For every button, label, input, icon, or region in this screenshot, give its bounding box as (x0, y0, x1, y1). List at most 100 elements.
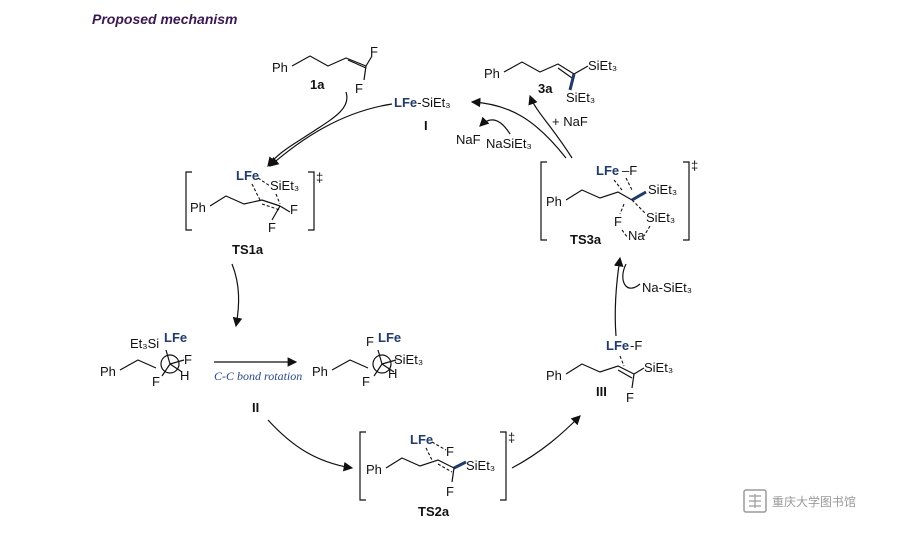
dagger-symbol: ‡ (508, 430, 515, 445)
compound-label-3a: 3a (538, 81, 553, 96)
compound-label-I: I (424, 118, 428, 133)
substrate-1a: Ph F F 1a (272, 44, 378, 96)
lfe-label: LFe (410, 432, 433, 447)
si-bond (568, 73, 576, 91)
cycle-arrow-1a-to-TS1a (267, 91, 348, 167)
ph-label: Ph (366, 462, 382, 477)
f-label: F (446, 444, 454, 459)
intermediate-II-right: F LFe Ph SiEt₃ F H (312, 330, 423, 389)
compound-label-III: III (596, 384, 607, 399)
bracket-left (359, 431, 366, 501)
naf-label: NaF (456, 132, 481, 147)
cf2-bonds (271, 205, 291, 221)
chain-bond (565, 363, 635, 375)
bracket-left (185, 171, 192, 231)
hashed-bond (619, 355, 625, 367)
lfe-label: LFe (236, 168, 259, 183)
sieth-label: SiEt₃ (644, 360, 673, 375)
sieth-label: Et₃Si (130, 336, 159, 351)
naf-label: + NaF (552, 114, 588, 129)
watermark-text: 重庆大学图书馆 (772, 494, 856, 509)
si-bond (573, 65, 589, 75)
product-3a: Ph SiEt₃ SiEt₃ 3a (484, 58, 617, 105)
chain-bond (291, 55, 367, 67)
nasiet3-curl (622, 263, 641, 289)
partial-bond (619, 203, 625, 215)
double-bond (617, 369, 633, 379)
double-bond (557, 67, 573, 79)
partial-bond (257, 177, 271, 187)
partial-double-bond (261, 203, 281, 211)
si-bond (631, 190, 647, 202)
f-label: F (362, 374, 370, 389)
transition-state-TS2a: ‡ LFe F Ph SiEt₃ F TS2a (359, 430, 515, 519)
f-label: F (446, 484, 454, 499)
cycle-arrow-TS2a-to-III (511, 415, 581, 469)
lfe-label: LFe (596, 163, 619, 178)
bracket-right (500, 431, 507, 501)
chain-bond (331, 359, 369, 371)
cf2-bonds (363, 55, 373, 81)
nasiet3-label: NaSiEt₃ (486, 136, 532, 151)
transition-state-TS1a: ‡ LFe SiEt₃ Ph F F TS1a (185, 168, 323, 257)
rotation-label: C-C bond rotation (214, 369, 302, 383)
f-label: F (370, 44, 378, 59)
sieth-label: SiEt₃ (646, 210, 675, 225)
ph-label: Ph (100, 364, 116, 379)
chain-bond (385, 457, 455, 469)
na-label: Na (628, 228, 645, 243)
sieth-label: SiEt₃ (466, 458, 495, 473)
chain-bond (209, 195, 281, 207)
f-label: F (184, 352, 192, 367)
f-label: –F (622, 163, 637, 178)
f-label: F (355, 81, 363, 96)
ph-label: Ph (272, 60, 288, 75)
f-label: F (290, 202, 298, 217)
f-label: -F (630, 338, 642, 353)
cycle-arrow-III-to-TS3a (613, 256, 624, 337)
h-label: H (388, 366, 397, 381)
ts-label: TS3a (570, 232, 602, 247)
partial-bond (631, 199, 647, 215)
ph-label: Ph (546, 368, 562, 383)
cf-bond (451, 467, 455, 483)
dagger-symbol: ‡ (316, 170, 323, 185)
newman-bonds (161, 349, 185, 377)
sieth-label: SiEt₃ (566, 90, 595, 105)
nasiet3-label: Na-SiEt₃ (642, 280, 692, 295)
page-title: Proposed mechanism (92, 11, 238, 27)
chain-bond (503, 61, 575, 75)
sieth-label: SiEt₃ (270, 178, 299, 193)
partial-bond (275, 193, 281, 205)
cycle-arrow-TS3a-to-3a (528, 94, 573, 159)
compound-label-II: II (252, 400, 259, 415)
sieth-label: SiEt₃ (394, 352, 423, 367)
cycle-arrow-TS3a-to-I (470, 97, 567, 159)
si-bond (453, 460, 467, 470)
lfe-label: LFe-SiEt₃ (394, 95, 451, 110)
lfe-label: LFe (164, 330, 187, 345)
intermediate-III: LFe -F SiEt₃ Ph F III (546, 338, 673, 405)
intermediate-II-left: Et₃Si LFe Ph F F H (100, 330, 192, 389)
f-label: F (366, 334, 374, 349)
ts-label: TS1a (232, 242, 264, 257)
chain-bond (565, 189, 633, 201)
partial-bond (431, 441, 447, 451)
newman-circle (372, 354, 392, 374)
library-logo-icon (743, 489, 767, 513)
watermark: 重庆大学图书馆 (743, 489, 856, 513)
lfe-label: LFe (606, 338, 629, 353)
f-label: F (614, 214, 622, 229)
newman-bonds (373, 349, 397, 377)
partial-bond (621, 225, 651, 239)
cycle-arrow-II-to-TS2a (267, 419, 354, 472)
bracket-left (540, 161, 547, 241)
f-label: F (152, 374, 160, 389)
sieth-label: SiEt₃ (648, 182, 677, 197)
partial-double-bond (437, 463, 453, 473)
partial-bond (251, 183, 261, 201)
ph-label: Ph (190, 200, 206, 215)
sieth-label: SiEt₃ (588, 58, 617, 73)
ph-label: Ph (546, 194, 562, 209)
